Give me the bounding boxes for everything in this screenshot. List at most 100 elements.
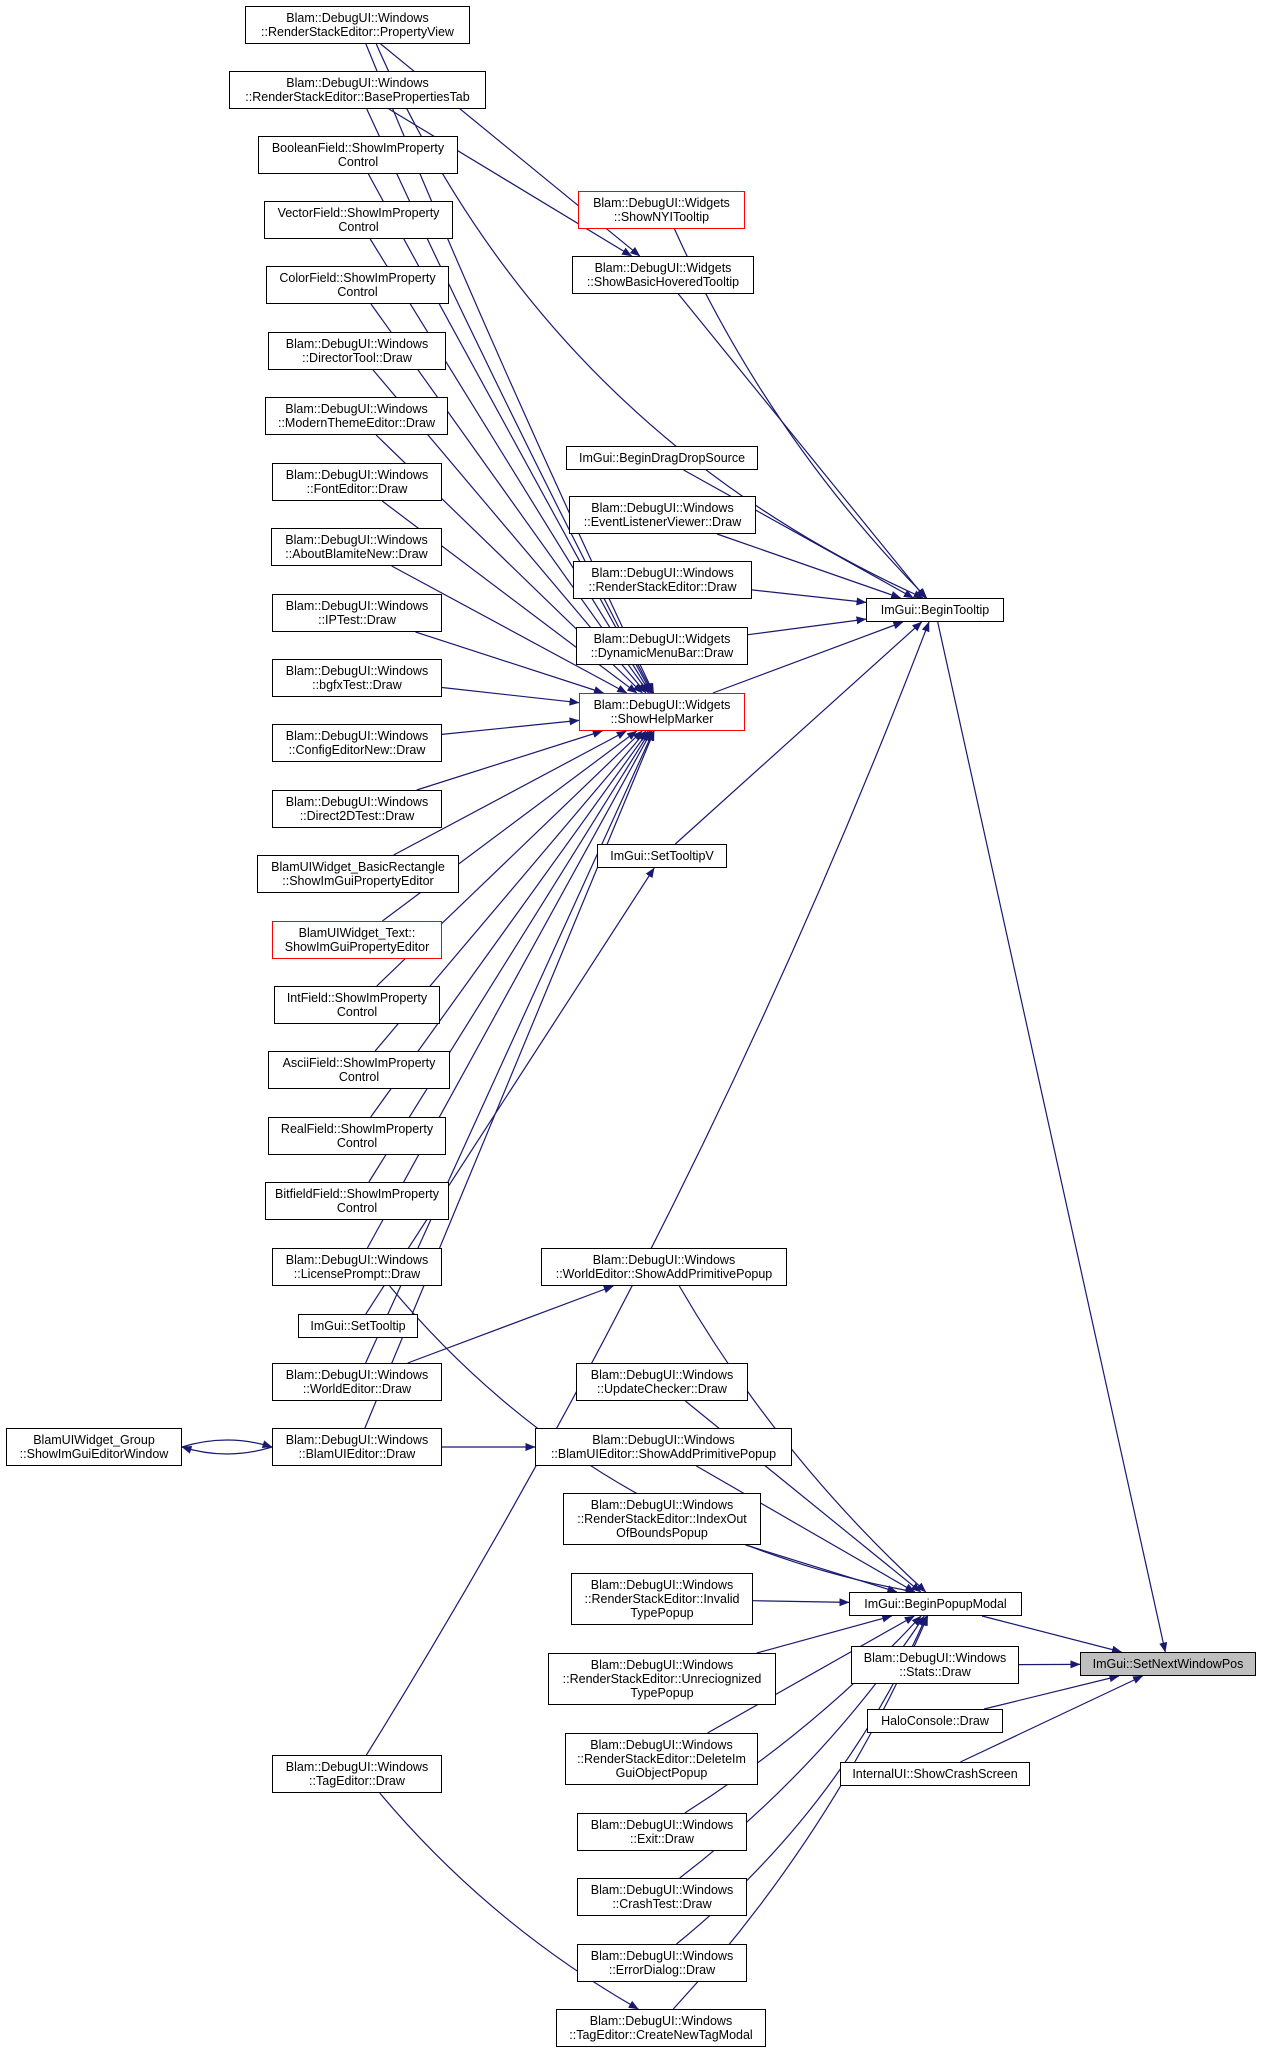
graph-node-n10[interactable]: Blam::DebugUI::Windows ::IPTest::Draw xyxy=(272,594,442,632)
graph-node-n2[interactable]: Blam::DebugUI::Windows ::RenderStackEdit… xyxy=(229,71,486,109)
call-edge-n33-to-n45 xyxy=(674,621,923,845)
graph-node-label: Blam::DebugUI::Windows ::CrashTest::Draw xyxy=(590,1883,734,1911)
graph-node-n49[interactable]: InternalUI::ShowCrashScreen xyxy=(840,1762,1030,1786)
graph-node-label: Blam::DebugUI::Windows ::RenderStackEdit… xyxy=(584,1578,740,1620)
graph-node-n40[interactable]: Blam::DebugUI::Windows ::RenderStackEdit… xyxy=(565,1733,758,1785)
call-edge-n10-to-n32 xyxy=(415,631,604,694)
graph-node-n25[interactable]: Blam::DebugUI::Windows ::TagEditor::Draw xyxy=(272,1755,442,1793)
graph-node-n41[interactable]: Blam::DebugUI::Windows ::Exit::Draw xyxy=(577,1813,747,1851)
graph-node-n18[interactable]: RealField::ShowImProperty Control xyxy=(268,1117,446,1155)
graph-node-label: Blam::DebugUI::Windows ::RenderStackEdit… xyxy=(245,76,470,104)
call-edge-n8-to-n32 xyxy=(381,500,638,694)
graph-node-label: Blam::DebugUI::Windows ::RenderStackEdit… xyxy=(577,1738,746,1780)
graph-node-label: Blam::DebugUI::Windows ::AboutBlamiteNew… xyxy=(285,533,428,561)
graph-node-n29[interactable]: Blam::DebugUI::Windows ::EventListenerVi… xyxy=(569,496,756,534)
graph-node-n21[interactable]: ImGui::SetTooltip xyxy=(298,1314,418,1338)
graph-node-n17[interactable]: AsciiField::ShowImProperty Control xyxy=(268,1051,450,1089)
graph-node-label: BooleanField::ShowImProperty Control xyxy=(271,141,445,169)
graph-node-n11[interactable]: Blam::DebugUI::Windows ::bgfxTest::Draw xyxy=(272,659,442,697)
call-edge-n24-to-n23 xyxy=(181,1439,273,1449)
graph-node-n7[interactable]: Blam::DebugUI::Windows ::ModernThemeEdit… xyxy=(265,397,448,435)
graph-node-label: Blam::DebugUI::Windows ::RenderStackEdit… xyxy=(577,1498,747,1540)
graph-node-label: Blam::DebugUI::Windows ::BlamUIEditor::S… xyxy=(550,1433,777,1461)
graph-node-label: Blam::DebugUI::Windows ::ModernThemeEdit… xyxy=(277,402,435,430)
graph-node-label: HaloConsole::Draw xyxy=(881,1714,989,1728)
graph-node-label: Blam::DebugUI::Windows ::DirectorTool::D… xyxy=(285,337,429,365)
graph-node-n43[interactable]: Blam::DebugUI::Windows ::ErrorDialog::Dr… xyxy=(577,1944,747,1982)
graph-node-n35[interactable]: Blam::DebugUI::Windows ::UpdateChecker::… xyxy=(576,1363,748,1401)
graph-node-n45[interactable]: ImGui::BeginTooltip xyxy=(866,598,1004,622)
graph-node-n50[interactable]: ImGui::SetNextWindowPos xyxy=(1080,1652,1256,1676)
graph-node-n46[interactable]: ImGui::BeginPopupModal xyxy=(849,1592,1022,1616)
call-edge-n37-to-n46 xyxy=(745,1544,898,1593)
graph-node-n39[interactable]: Blam::DebugUI::Windows ::RenderStackEdit… xyxy=(548,1653,776,1705)
graph-node-n32[interactable]: Blam::DebugUI::Widgets ::ShowHelpMarker xyxy=(579,693,745,731)
call-edge-n11-to-n32 xyxy=(441,686,580,706)
graph-node-n27[interactable]: Blam::DebugUI::Widgets ::ShowBasicHovere… xyxy=(572,256,754,294)
graph-node-n22[interactable]: Blam::DebugUI::Windows ::WorldEditor::Dr… xyxy=(272,1363,442,1401)
graph-node-label: ImGui::BeginTooltip xyxy=(880,603,990,617)
graph-node-label: InternalUI::ShowCrashScreen xyxy=(852,1767,1018,1781)
graph-node-n23[interactable]: Blam::DebugUI::Windows ::BlamUIEditor::D… xyxy=(272,1428,442,1466)
graph-node-n5[interactable]: ColorField::ShowImProperty Control xyxy=(266,266,449,304)
graph-node-label: Blam::DebugUI::Windows ::RenderStackEdit… xyxy=(588,566,737,594)
call-edge-n36-to-n46 xyxy=(696,1465,916,1593)
graph-node-n19[interactable]: BitfieldField::ShowImProperty Control xyxy=(265,1182,449,1220)
graph-node-label: Blam::DebugUI::Windows ::ConfigEditorNew… xyxy=(285,729,429,757)
graph-node-label: Blam::DebugUI::Windows ::Exit::Draw xyxy=(590,1818,734,1846)
graph-node-label: Blam::DebugUI::Windows ::WorldEditor::Dr… xyxy=(285,1368,429,1396)
call-edge-n15-to-n32 xyxy=(382,730,638,922)
graph-node-n33[interactable]: ImGui::SetTooltipV xyxy=(597,844,727,868)
graph-node-label: ColorField::ShowImProperty Control xyxy=(279,271,436,299)
graph-node-n30[interactable]: Blam::DebugUI::Windows ::RenderStackEdit… xyxy=(573,561,752,599)
graph-node-n13[interactable]: Blam::DebugUI::Windows ::Direct2DTest::D… xyxy=(272,790,442,828)
graph-node-n38[interactable]: Blam::DebugUI::Windows ::RenderStackEdit… xyxy=(571,1573,753,1625)
graph-node-n37[interactable]: Blam::DebugUI::Windows ::RenderStackEdit… xyxy=(563,1493,761,1545)
graph-node-n3[interactable]: BooleanField::ShowImProperty Control xyxy=(258,136,458,174)
graph-node-n47[interactable]: Blam::DebugUI::Windows ::Stats::Draw xyxy=(851,1646,1019,1684)
graph-node-label: Blam::DebugUI::Windows ::ErrorDialog::Dr… xyxy=(590,1949,734,1977)
graph-node-n24[interactable]: BlamUIWidget_Group ::ShowImGuiEditorWind… xyxy=(6,1428,182,1466)
call-edge-n27-to-n45 xyxy=(677,293,926,599)
graph-node-n9[interactable]: Blam::DebugUI::Windows ::AboutBlamiteNew… xyxy=(271,528,442,566)
graph-node-n34[interactable]: Blam::DebugUI::Windows ::WorldEditor::Sh… xyxy=(541,1248,787,1286)
graph-node-n44[interactable]: Blam::DebugUI::Windows ::TagEditor::Crea… xyxy=(556,2009,766,2047)
call-edge-n35-to-n46 xyxy=(685,1400,922,1593)
graph-node-n8[interactable]: Blam::DebugUI::Windows ::FontEditor::Dra… xyxy=(272,463,442,501)
graph-node-n16[interactable]: IntField::ShowImProperty Control xyxy=(274,986,440,1024)
graph-node-n26[interactable]: Blam::DebugUI::Widgets ::ShowNYITooltip xyxy=(578,191,745,229)
graph-node-n6[interactable]: Blam::DebugUI::Windows ::DirectorTool::D… xyxy=(268,332,446,370)
call-edge-n30-to-n45 xyxy=(751,589,867,606)
graph-node-label: Blam::DebugUI::Windows ::IPTest::Draw xyxy=(285,599,429,627)
graph-node-n20[interactable]: Blam::DebugUI::Windows ::LicensePrompt::… xyxy=(272,1248,442,1286)
call-edge-n20-to-n32 xyxy=(366,730,653,1249)
graph-node-label: Blam::DebugUI::Windows ::bgfxTest::Draw xyxy=(285,664,429,692)
graph-node-n28[interactable]: ImGui::BeginDragDropSource xyxy=(566,446,758,470)
graph-node-label: Blam::DebugUI::Windows ::RenderStackEdit… xyxy=(562,1658,762,1700)
graph-node-n15[interactable]: BlamUIWidget_Text:: ShowImGuiPropertyEdi… xyxy=(272,921,442,959)
graph-node-n4[interactable]: VectorField::ShowImProperty Control xyxy=(264,201,453,239)
graph-node-n42[interactable]: Blam::DebugUI::Windows ::CrashTest::Draw xyxy=(577,1878,747,1916)
graph-node-label: BlamUIWidget_Group ::ShowImGuiEditorWind… xyxy=(19,1433,169,1461)
graph-node-label: ImGui::SetTooltipV xyxy=(610,849,714,863)
graph-node-label: ImGui::SetNextWindowPos xyxy=(1092,1657,1244,1671)
graph-node-label: Blam::DebugUI::Windows ::TagEditor::Crea… xyxy=(569,2014,753,2042)
call-edge-n48-to-n50 xyxy=(983,1674,1120,1710)
graph-node-n31[interactable]: Blam::DebugUI::Widgets ::DynamicMenuBar:… xyxy=(576,627,748,665)
call-edge-n13-to-n32 xyxy=(416,730,603,791)
call-edge-n2-to-n27 xyxy=(388,108,633,257)
graph-node-label: Blam::DebugUI::Windows ::Direct2DTest::D… xyxy=(285,795,429,823)
graph-node-n12[interactable]: Blam::DebugUI::Windows ::ConfigEditorNew… xyxy=(272,724,442,762)
graph-node-label: ImGui::SetTooltip xyxy=(310,1319,406,1333)
graph-node-n36[interactable]: Blam::DebugUI::Windows ::BlamUIEditor::S… xyxy=(535,1428,792,1466)
call-edge-n3-to-n32 xyxy=(367,173,653,694)
call-edge-n28-to-n45 xyxy=(683,469,914,599)
graph-node-n14[interactable]: BlamUIWidget_BasicRectangle ::ShowImGuiP… xyxy=(257,855,459,893)
graph-node-n48[interactable]: HaloConsole::Draw xyxy=(867,1709,1003,1733)
call-edge-n25-to-n45 xyxy=(365,621,930,1756)
graph-node-n1[interactable]: Blam::DebugUI::Windows ::RenderStackEdit… xyxy=(245,6,470,44)
graph-node-label: Blam::DebugUI::Windows ::FontEditor::Dra… xyxy=(285,468,429,496)
call-edge-n29-to-n45 xyxy=(716,533,902,599)
call-edge-n2-to-n32 xyxy=(366,108,654,694)
graph-node-label: Blam::DebugUI::Windows ::TagEditor::Draw xyxy=(285,1760,429,1788)
